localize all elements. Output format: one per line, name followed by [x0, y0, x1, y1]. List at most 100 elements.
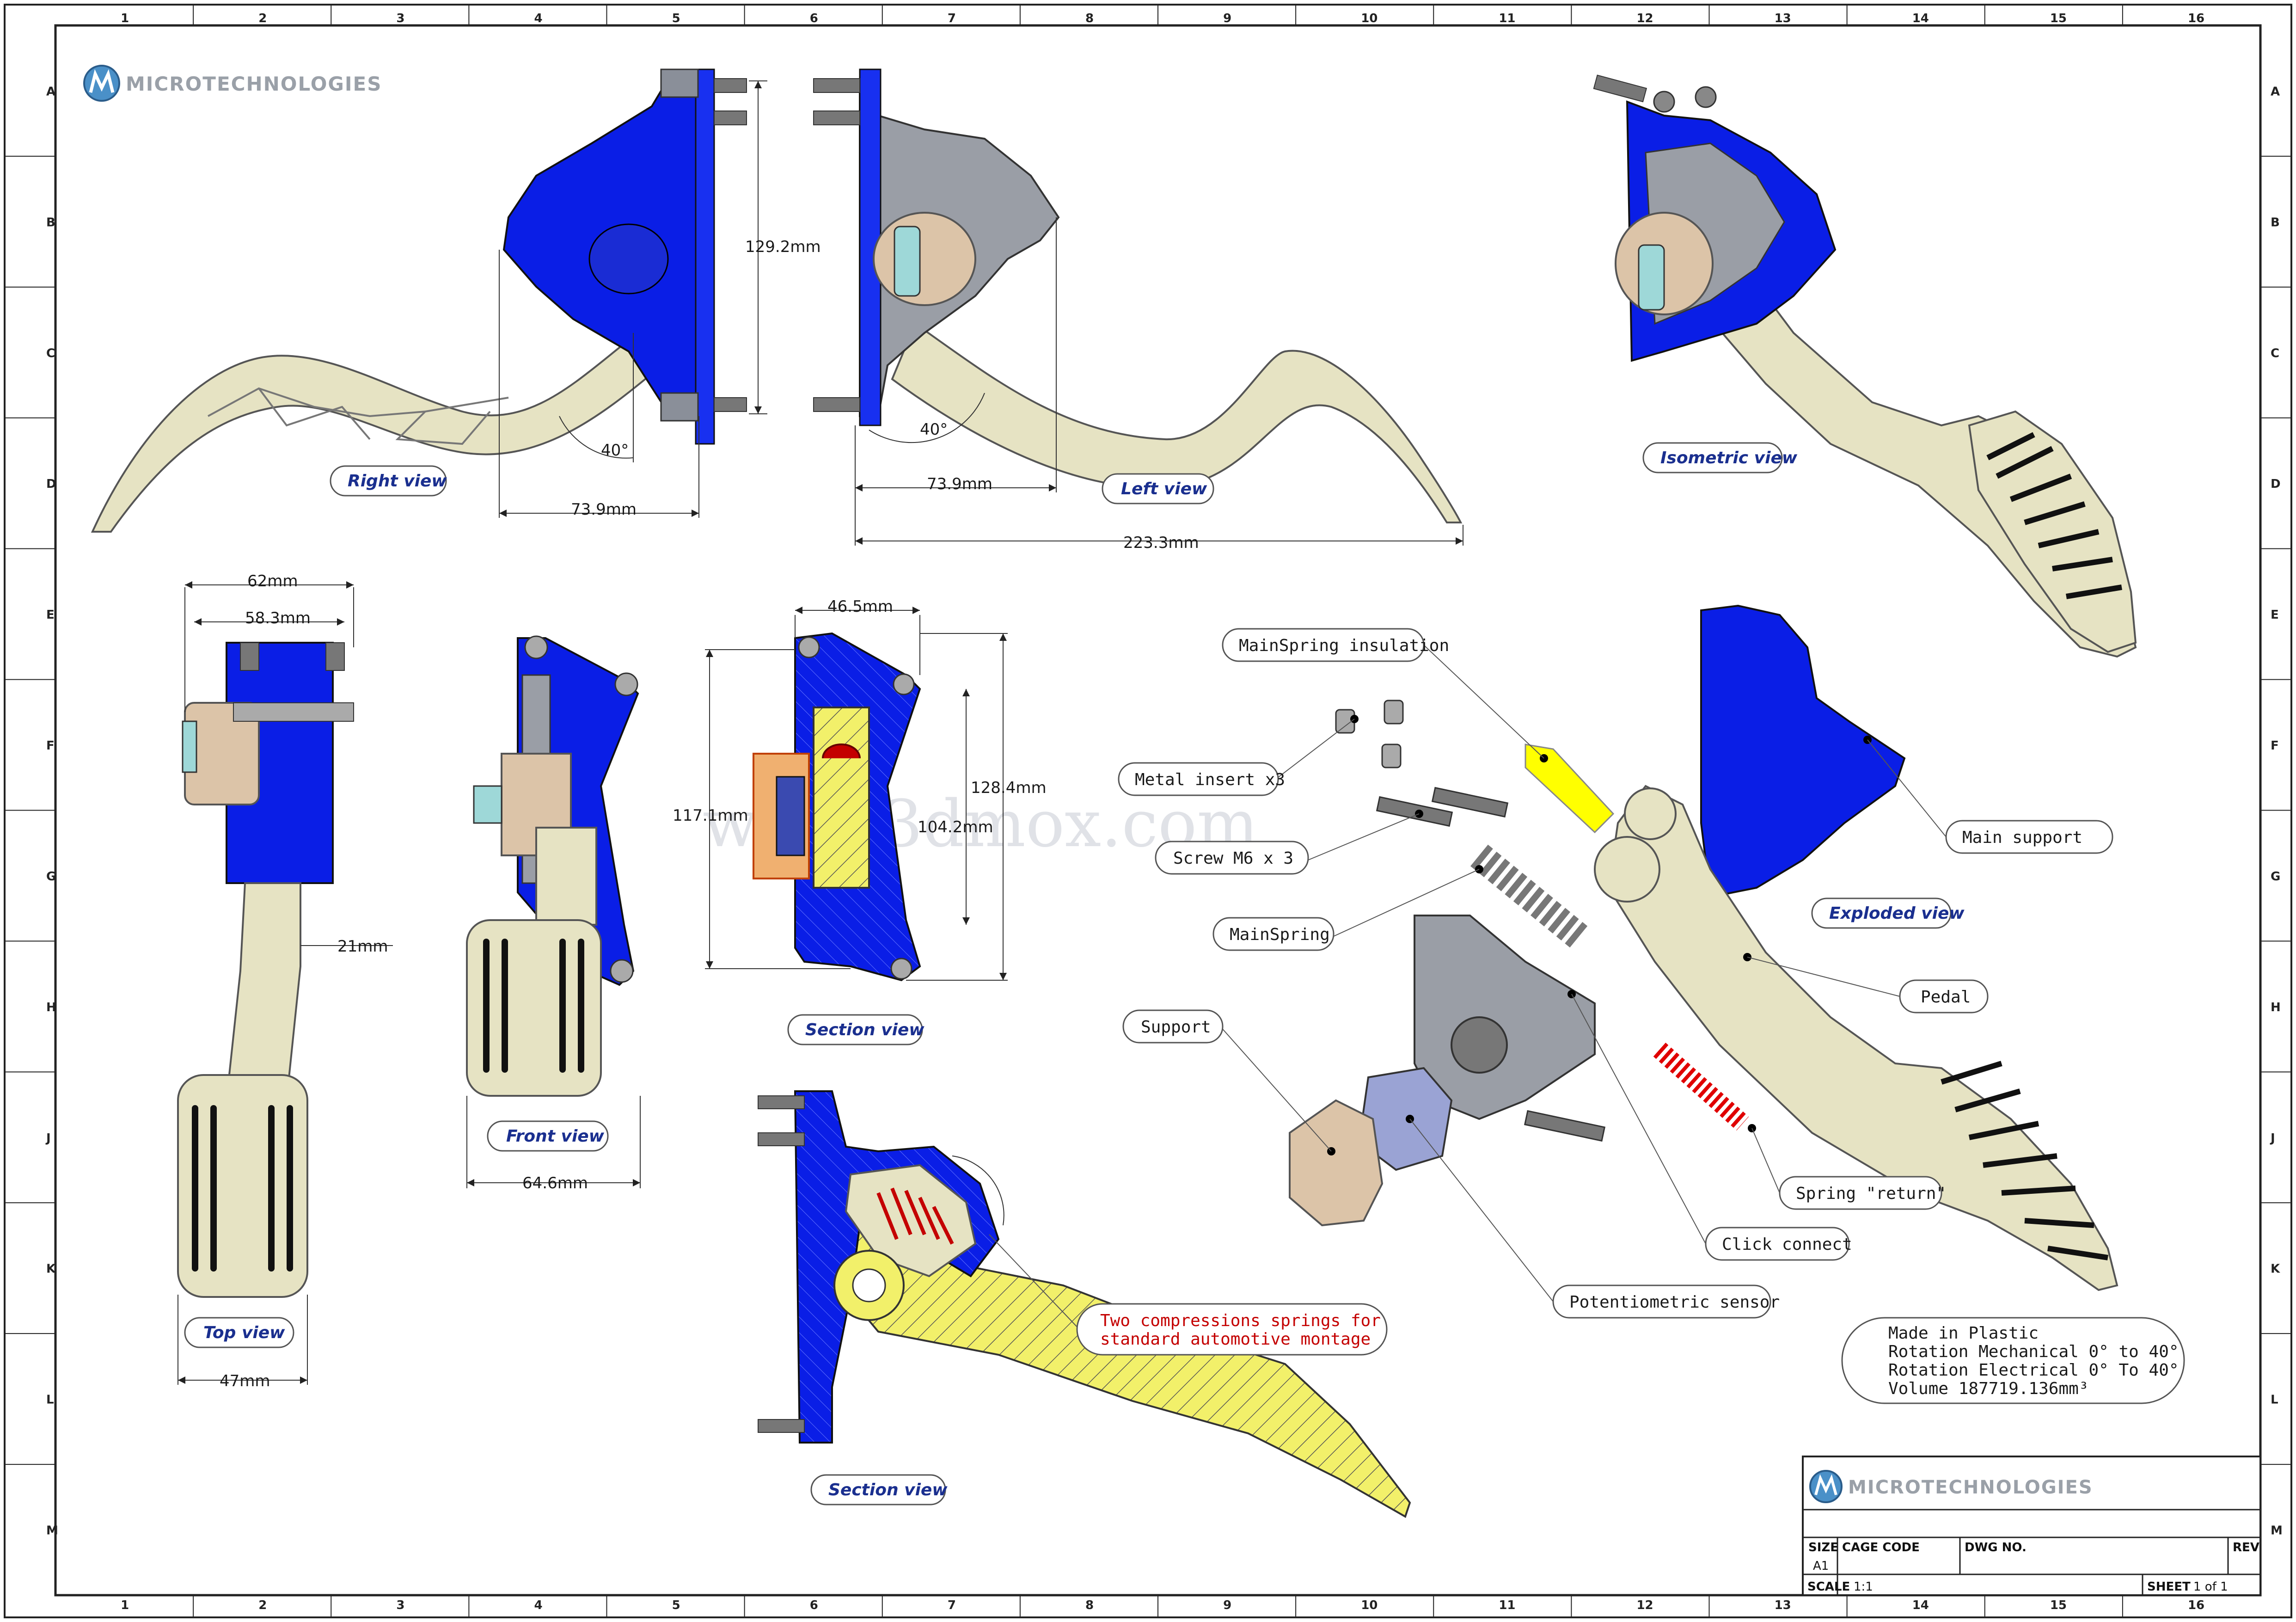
isometric-view-drawing — [1593, 74, 2137, 658]
dim-left-angle: 40° — [920, 420, 948, 439]
grid-col-label: 4 — [534, 12, 542, 25]
callout-support: Support — [1122, 1009, 1332, 1152]
pad-front — [466, 919, 602, 1097]
grid-col-label: 16 — [2188, 12, 2204, 25]
svg-text:Support: Support — [1141, 1018, 1211, 1037]
svg-text:Spring "return": Spring "return" — [1796, 1184, 1946, 1203]
grid-row-label: B — [2271, 215, 2280, 229]
front-view-label: Front view — [487, 1120, 609, 1152]
grid-col-label: 15 — [2050, 12, 2067, 25]
grid-col-label: 12 — [1636, 1598, 1653, 1612]
svg-text:Made in Plastic: Made in Plastic — [1888, 1324, 2039, 1343]
grid-row-label: F — [2271, 739, 2279, 753]
grid-col-label: 6 — [810, 12, 818, 25]
right-view-drawing: 129.2mm 73.9mm 40° — [91, 68, 821, 533]
dim-top-inner: 58.3mm — [245, 609, 311, 627]
grid-row-label: L — [2271, 1393, 2278, 1407]
grid-col-label: 10 — [1361, 12, 1378, 25]
exploded-main-support — [1700, 604, 1906, 898]
svg-text:CAGE CODE: CAGE CODE — [1842, 1541, 1920, 1554]
svg-text:Rotation Electrical 0° To 40°: Rotation Electrical 0° To 40° — [1888, 1361, 2179, 1380]
svg-text:Screw M6 x 3: Screw M6 x 3 — [1173, 849, 1293, 868]
exploded-insulation — [1525, 743, 1615, 834]
titleblock-logo-text: MICROTECHNOLOGIES — [1848, 1477, 2093, 1498]
svg-text:Volume 187719.136mm³: Volume 187719.136mm³ — [1888, 1379, 2088, 1398]
dim-section-h1: 117.1mm — [673, 806, 748, 825]
exploded-support — [1289, 1099, 1384, 1227]
section-view-1-drawing: 46.5mm 117.1mm 128.4mm 104.2mm — [673, 597, 1047, 982]
dim-top-outer: 62mm — [247, 572, 298, 590]
grid-col-label: 7 — [948, 1598, 956, 1612]
grid-row-label: J — [45, 1131, 51, 1145]
callout-spring-return: Spring "return" — [1751, 1128, 1946, 1210]
front-view-drawing: 64.6mm — [466, 635, 641, 1192]
dim-top-arm: 21mm — [337, 937, 388, 956]
grid-col-label: 7 — [948, 12, 956, 25]
logo-text: MICROTECHNOLOGIES — [126, 73, 382, 95]
svg-text:standard automotive montage: standard automotive montage — [1100, 1330, 1371, 1349]
svg-text:MainSpring insulation: MainSpring insulation — [1239, 636, 1449, 655]
svg-text:MainSpring: MainSpring — [1230, 925, 1330, 944]
callout-screw: Screw M6 x 3 — [1155, 813, 1420, 875]
svg-text:Metal insert x3: Metal insert x3 — [1135, 770, 1285, 789]
exploded-return-spring — [1653, 1043, 1749, 1130]
grid-col-label: 16 — [2188, 1598, 2204, 1612]
grid-row-label: G — [2271, 870, 2280, 884]
grid-row-label: H — [46, 1001, 56, 1014]
grid-row-label: M — [46, 1524, 58, 1538]
grid-col-label: 11 — [1499, 12, 1515, 25]
grid-row-label: L — [46, 1393, 54, 1407]
svg-text:SCALE: SCALE — [1807, 1580, 1850, 1594]
exploded-view-drawing — [1289, 604, 2118, 1291]
callout-main-support: Main support — [1867, 739, 2113, 854]
grid-col-label: 6 — [810, 1598, 818, 1612]
svg-text:Section view: Section view — [828, 1481, 948, 1499]
svg-text:Section view: Section view — [805, 1020, 925, 1039]
section2-support — [794, 1090, 1000, 1444]
grid-row-label: F — [46, 739, 55, 753]
svg-text:Rotation Mechanical 0° to 40°: Rotation Mechanical 0° to 40° — [1888, 1342, 2179, 1361]
left-view-drawing: 73.9mm 40° 223.3mm — [813, 68, 1463, 552]
svg-text:SIZE: SIZE — [1808, 1541, 1838, 1554]
dim-left-width: 73.9mm — [927, 475, 992, 493]
grid-col-label: 8 — [1085, 1598, 1094, 1612]
callout-mainspring-insulation: MainSpring insulation — [1222, 628, 1544, 759]
callout-potentiometric: Potentiometric sensor — [1409, 1118, 1780, 1319]
svg-text:A1: A1 — [1813, 1559, 1829, 1573]
grid-row-label: D — [2271, 477, 2281, 491]
svg-text:Main support: Main support — [1962, 828, 2082, 847]
grid-col-label: 9 — [1223, 1598, 1231, 1612]
dim-front-width: 64.6mm — [522, 1174, 588, 1192]
grid-col-label: 1 — [121, 12, 129, 25]
grid-col-label: 5 — [672, 12, 680, 25]
grid-col-label: 2 — [258, 12, 267, 25]
right-view-label: Right view — [330, 465, 447, 497]
exploded-pedal — [1607, 785, 2118, 1291]
grid-col-label: 13 — [1775, 12, 1791, 25]
dim-overall-length: 223.3mm — [1123, 534, 1199, 552]
potentiometer-left — [873, 212, 976, 306]
grid-col-label: 10 — [1361, 1598, 1378, 1612]
dim-right-height: 129.2mm — [745, 238, 821, 256]
grid-col-label: 14 — [1912, 1598, 1929, 1612]
grid-row-label: E — [2271, 608, 2279, 622]
notes-box: Made in Plastic Rotation Mechanical 0° t… — [1841, 1317, 2185, 1404]
svg-text:Left view: Left view — [1121, 479, 1207, 498]
grid-row-label: J — [2270, 1131, 2275, 1145]
dim-section-h3: 104.2mm — [918, 818, 993, 836]
svg-text:Top view: Top view — [203, 1323, 285, 1342]
grid-col-label: 3 — [396, 1598, 404, 1612]
grid-col-label: 1 — [121, 1598, 129, 1612]
svg-text:REV: REV — [2233, 1541, 2259, 1554]
grid-col-label: 11 — [1499, 1598, 1515, 1612]
svg-text:Pedal: Pedal — [1921, 988, 1971, 1007]
callout-click-connect: Click connect — [1571, 994, 1852, 1261]
grid-row-label: A — [46, 85, 55, 98]
svg-text:Front view: Front view — [506, 1127, 605, 1146]
logo-top: MICROTECHNOLOGIES — [83, 65, 382, 102]
svg-text:Potentiometric sensor: Potentiometric sensor — [1569, 1293, 1780, 1312]
grid-col-label: 3 — [396, 12, 404, 25]
title-block: MICROTECHNOLOGIES SIZE A1 CAGE CODE DWG … — [1802, 1456, 2261, 1596]
grid-col-label: 12 — [1636, 12, 1653, 25]
